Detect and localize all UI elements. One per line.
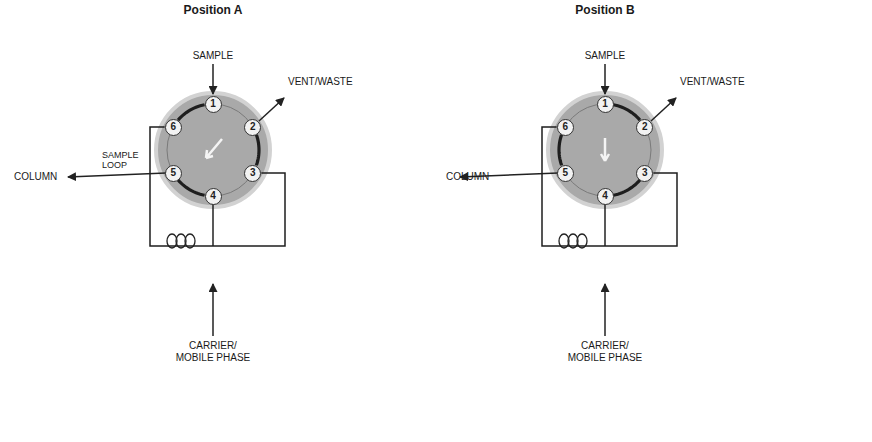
port-circle: 6 <box>165 119 182 136</box>
flow-label: VENT/WASTE <box>680 76 745 88</box>
port-circle: 4 <box>205 188 222 205</box>
valve-channel <box>256 135 259 166</box>
port-circle: 1 <box>597 96 614 113</box>
port-circle: 1 <box>205 96 222 113</box>
port-circle: 2 <box>244 119 261 136</box>
port-circle: 4 <box>597 188 614 205</box>
flow-label: SAMPLE <box>585 50 626 62</box>
port-number: 3 <box>642 168 648 178</box>
port-circle: 5 <box>165 165 182 182</box>
flow-label: COLUMN <box>14 171 57 183</box>
flow-label: CARRIER/ MOBILE PHASE <box>562 340 648 363</box>
port-number: 4 <box>602 191 608 201</box>
part-label: SAMPLE LOOP <box>102 150 146 171</box>
port-circle: 2 <box>636 119 653 136</box>
sample-loop <box>150 127 285 246</box>
port-number: 1 <box>602 99 608 109</box>
port-circle: 6 <box>557 119 574 136</box>
valve-channel <box>613 180 639 195</box>
rotor-arrow <box>601 138 609 161</box>
port-number: 1 <box>210 99 216 109</box>
port-number: 3 <box>250 168 256 178</box>
flow-label: VENT/WASTE <box>288 76 353 88</box>
port-number: 5 <box>170 168 176 178</box>
port-number: 2 <box>642 122 648 132</box>
flow-label: COLUMN <box>446 171 489 183</box>
port-number: 6 <box>170 122 176 132</box>
flow-label: CARRIER/ MOBILE PHASE <box>170 340 256 363</box>
position-title: Position B <box>575 4 634 18</box>
port-number: 5 <box>562 168 568 178</box>
valve-a <box>68 64 284 336</box>
rotor-arrow <box>206 139 222 158</box>
port-circle: 5 <box>557 165 574 182</box>
flow-label: SAMPLE <box>193 50 234 62</box>
port-number: 2 <box>250 122 256 132</box>
valve-channel <box>178 180 204 195</box>
port-circle: 3 <box>636 165 653 182</box>
port-circle: 3 <box>244 165 261 182</box>
valve-channel <box>559 135 562 166</box>
port-number: 6 <box>562 122 568 132</box>
valve-b <box>460 64 676 336</box>
valve-channel <box>613 105 639 120</box>
position-title: Position A <box>184 4 243 18</box>
valve-channel <box>178 105 204 120</box>
sample-loop <box>542 127 677 246</box>
port-number: 4 <box>210 191 216 201</box>
